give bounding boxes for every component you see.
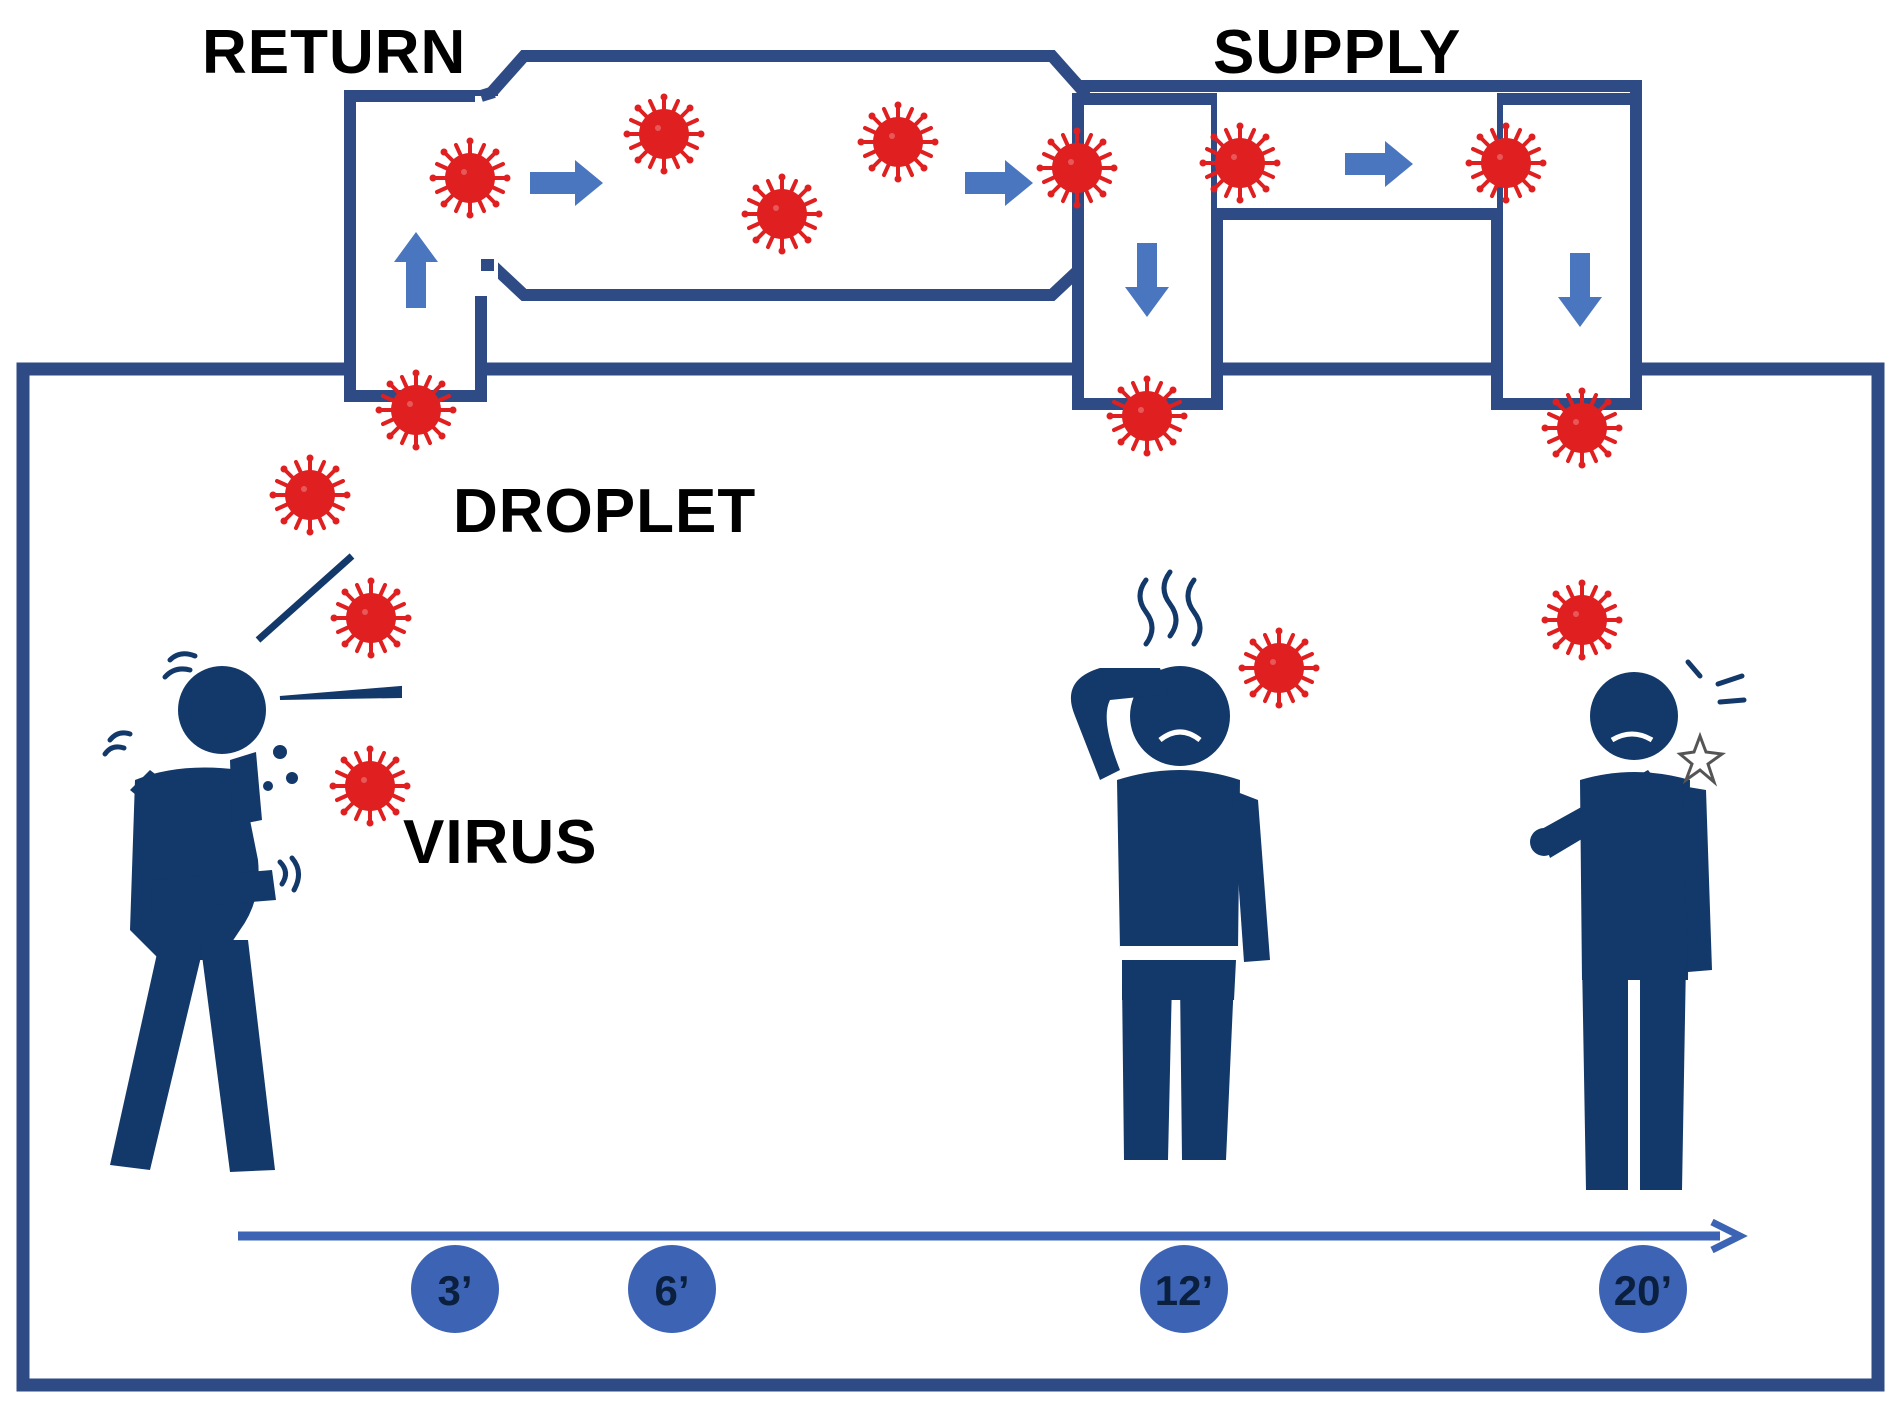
room-outline [16,362,1885,1392]
flow-arrow-right-3 [1345,141,1413,187]
timeline-marker-label: 12’ [1155,1267,1213,1314]
virus-near-person-2 [1236,625,1322,711]
virus-label: VIRUS [403,808,598,877]
coughing-person-icon [102,651,301,1172]
timeline-marker-label: 20’ [1614,1267,1672,1314]
virus-ahu-3 [739,171,825,257]
cough-line-2 [279,685,402,700]
timeline-markers: 3’ 6’ 12’ 20’ [411,1245,1687,1333]
return-connector-top [479,86,496,102]
flow-arrow-down-2 [1558,253,1602,327]
timeline-marker-circle [411,1245,499,1333]
supply-opening-2 [1503,363,1630,377]
timeline-marker: 20’ [1599,1245,1687,1333]
sneezing-person-icon [1530,659,1747,1190]
virus-droplet-3 [327,743,413,829]
virus-supply-2 [1463,120,1549,206]
timeline-marker-label: 6’ [654,1267,689,1314]
virus-supply-1 [1197,120,1283,206]
flow-arrow-down-1 [1125,243,1169,317]
virus-return-top [427,135,513,221]
virus-ahu-out [1034,125,1120,211]
timeline-marker-circle [628,1245,716,1333]
supply-label: SUPPLY [1213,18,1462,87]
headache-person-icon [1070,569,1270,1160]
virus-supply-out-1 [1104,373,1190,459]
virus-near-person-3 [1539,577,1625,663]
timeline-marker-circle [1140,1245,1228,1333]
virus-droplet-2 [328,575,414,661]
droplet-label: DROPLET [453,477,757,546]
flow-arrow-icon [394,141,1602,327]
virus-ahu-2 [855,99,941,185]
virus-droplet-1 [267,452,353,538]
flow-arrow-up [394,232,438,308]
timeline-marker: 12’ [1140,1245,1228,1333]
timeline-marker-circle [1599,1245,1687,1333]
timeline-marker: 3’ [411,1245,499,1333]
virus-ahu-1 [621,91,707,177]
timeline-marker-label: 3’ [437,1267,472,1314]
flow-arrow-right-2 [965,160,1033,206]
timeline-marker: 6’ [628,1245,716,1333]
supply-opening-1 [1084,363,1211,377]
virus-supply-out-2 [1539,385,1625,471]
flow-arrow-right-1 [530,160,603,206]
cough-line-1 [255,553,355,643]
virus-return-bottom [373,367,459,453]
timeline-arrowhead [1710,1218,1748,1254]
return-label: RETURN [202,18,467,87]
